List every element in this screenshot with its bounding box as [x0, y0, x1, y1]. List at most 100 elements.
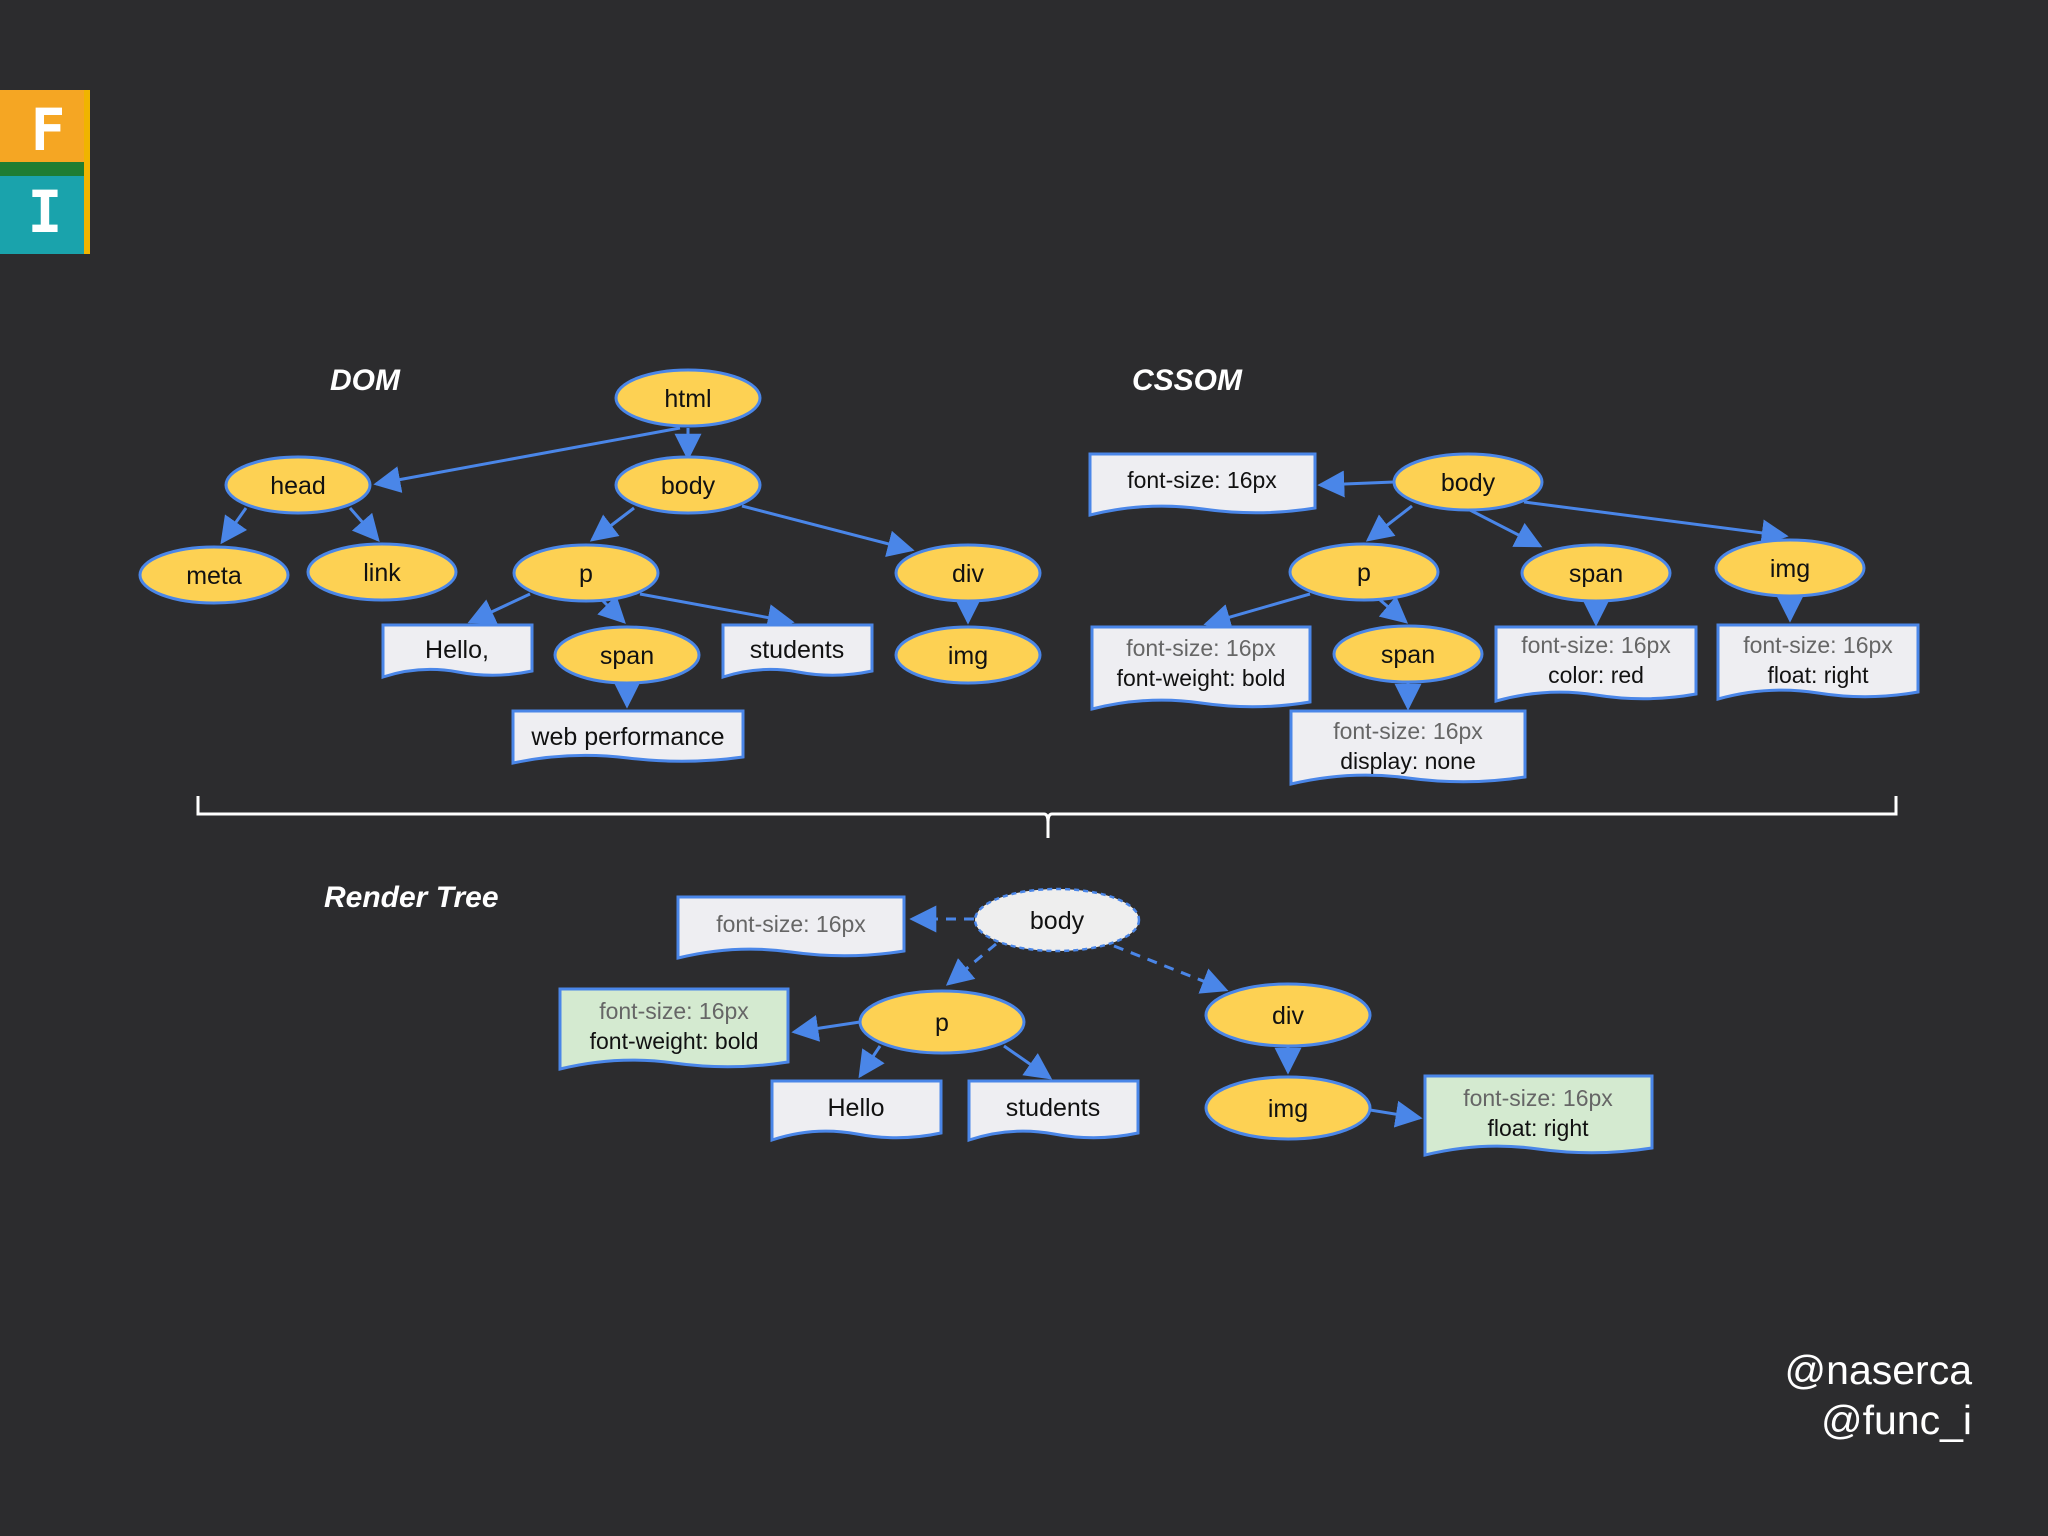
cssom-edge-p-style — [1203, 592, 1311, 631]
logo-letter-f: F — [31, 96, 66, 164]
render-node-p-label: p — [935, 1009, 949, 1037]
dom-node-span — [553, 625, 701, 685]
render-style-body-line-1: font-size: 16px — [716, 911, 866, 937]
cssom-style-img — [1716, 623, 1920, 701]
dom-edge-body-div — [741, 504, 915, 557]
logo-stripe — [0, 162, 84, 176]
render-text-hello — [770, 1079, 943, 1143]
author-handles: @naserca @func_i — [1785, 1345, 1972, 1445]
dom-node-body — [614, 455, 762, 515]
dom-node-img — [894, 625, 1042, 685]
cssom-style-p — [1090, 625, 1312, 711]
cssom-style-p-line-2: font-weight: bold — [1117, 665, 1286, 691]
render-style-img — [1423, 1074, 1654, 1157]
render-tree-title: Render Tree — [324, 881, 499, 914]
dom-node-meta-label: meta — [186, 562, 242, 590]
render-edge-p-style — [791, 1015, 861, 1042]
dom-edge-p-students — [639, 592, 795, 631]
render-edges-solid — [791, 1015, 1423, 1128]
cssom-node-body — [1392, 452, 1544, 512]
dom-node-head — [224, 455, 372, 515]
render-edge-body-div — [1113, 944, 1229, 994]
render-node-div-label: div — [1272, 1002, 1304, 1030]
dom-text-web-performance — [511, 709, 745, 765]
dom-edges — [220, 426, 982, 709]
dom-text-hello — [381, 623, 534, 680]
render-node-body-label: body — [1030, 907, 1085, 935]
render-node-div — [1204, 982, 1372, 1048]
cssom-style-img-line-2: float: right — [1768, 662, 1870, 688]
dom-edge-body-p — [589, 506, 635, 542]
cssom-edge-body-p — [1365, 504, 1413, 542]
render-style-img-line-1: font-size: 16px — [1463, 1085, 1613, 1111]
cssom-edge-p-span — [1378, 595, 1409, 624]
render-style-p-line-2: font-weight: bold — [590, 1028, 759, 1054]
dom-title: DOM — [330, 364, 401, 397]
cssom-style-span-inner — [1289, 709, 1527, 786]
cssom-style-body-line-1: font-size: 16px — [1127, 467, 1277, 493]
dom-node-p — [512, 543, 660, 603]
dom-text-web-performance-label: web performance — [530, 723, 724, 751]
dom-node-div — [894, 543, 1042, 603]
cssom-style-span-line-2: color: red — [1548, 662, 1644, 688]
cssom-style-span — [1494, 625, 1698, 703]
render-node-p — [858, 989, 1026, 1055]
cssom-node-span-inner — [1332, 624, 1484, 684]
dom-text-students-label: students — [750, 636, 845, 664]
dom-node-p-label: p — [579, 560, 593, 588]
dom-edge-p-hello — [467, 592, 531, 624]
cssom-edges — [1203, 470, 1804, 711]
cssom-style-body — [1088, 452, 1317, 517]
dom-node-link — [306, 542, 458, 602]
logo-top-block — [0, 90, 84, 162]
dom-edge-html-head — [373, 426, 681, 493]
cssom-node-span-inner-label: span — [1381, 641, 1435, 669]
cssom-node-body-label: body — [1441, 469, 1496, 497]
render-style-p — [558, 987, 790, 1071]
cssom-node-p-label: p — [1357, 559, 1371, 587]
logo-letter-i: I — [28, 178, 63, 246]
cssom-node-span-label: span — [1569, 560, 1623, 588]
cssom-node-p — [1288, 542, 1440, 602]
render-edge-p-students — [1003, 1044, 1053, 1080]
cssom-style-span-inner-line-2: display: none — [1340, 748, 1476, 774]
dom-node-link-label: link — [363, 559, 401, 587]
render-node-body — [973, 887, 1141, 953]
cssom-style-span-line-1: font-size: 16px — [1521, 632, 1671, 658]
render-edges-dashed — [909, 905, 1229, 994]
cssom-title: CSSOM — [1132, 364, 1243, 397]
dom-text-hello-label: Hello, — [425, 636, 489, 664]
handle-naserca: @naserca — [1784, 1347, 1972, 1393]
logo-edge — [84, 90, 90, 254]
render-text-students — [967, 1079, 1140, 1143]
dom-edge-p-span — [597, 595, 626, 624]
cssom-node-img — [1714, 538, 1866, 598]
cssom-style-span-inner-line-1: font-size: 16px — [1333, 718, 1483, 744]
render-edge-p-hello — [858, 1045, 885, 1079]
render-edge-img-style — [1369, 1100, 1423, 1128]
render-style-body — [676, 895, 906, 960]
dom-node-body-label: body — [661, 472, 716, 500]
render-tree: Render Tree font-size: 16px body font-si… — [324, 881, 1654, 1157]
dom-node-head-label: head — [270, 472, 326, 500]
render-style-p-line-1: font-size: 16px — [599, 998, 749, 1024]
render-edge-body-p — [945, 942, 997, 986]
combine-brace — [196, 796, 1898, 838]
cssom-style-p-line-1: font-size: 16px — [1126, 635, 1276, 661]
cssom-edge-body-span — [1465, 506, 1543, 548]
dom-node-div-label: div — [952, 560, 984, 588]
cssom-edge-body-style — [1317, 470, 1395, 498]
dom-node-html-label: html — [664, 385, 711, 413]
dom-edge-head-link — [348, 507, 380, 543]
dom-node-html — [614, 368, 762, 428]
logo: F I — [0, 90, 90, 254]
logo-bottom-block — [0, 176, 84, 254]
dom-edge-head-meta — [220, 507, 248, 545]
render-style-img-line-2: float: right — [1488, 1115, 1590, 1141]
dom-text-students — [721, 623, 874, 680]
render-text-students-label: students — [1006, 1094, 1101, 1122]
cssom-edge-body-img — [1523, 500, 1789, 547]
cssom-node-span — [1520, 543, 1672, 603]
handle-func-i: @func_i — [1820, 1397, 1972, 1443]
